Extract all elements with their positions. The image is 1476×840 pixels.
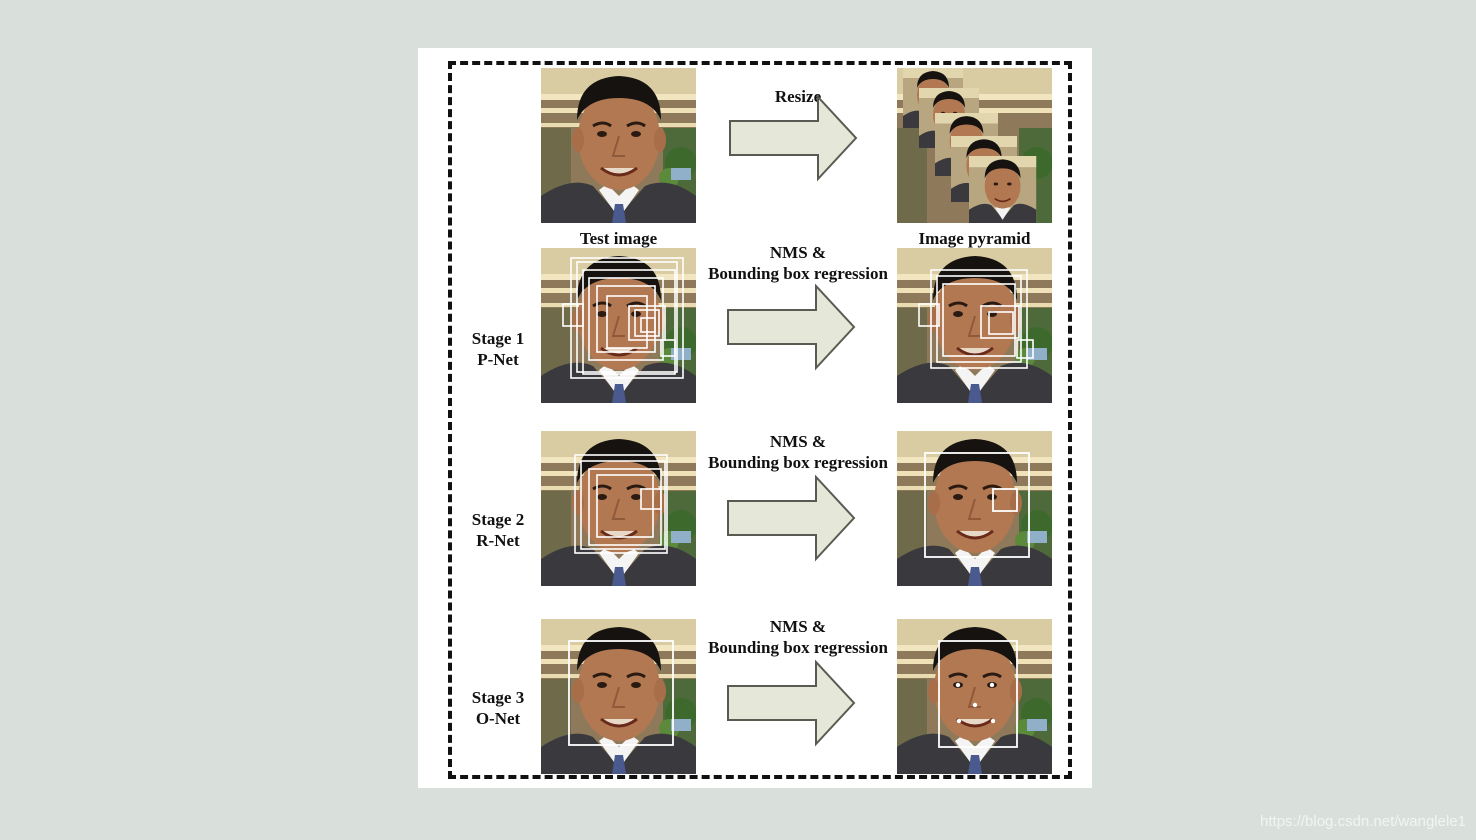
dashed-border <box>448 61 1072 779</box>
stage-1-arrow <box>727 285 855 369</box>
image-pyramid-photo <box>897 68 1052 223</box>
stage-3-output-photo <box>897 619 1052 774</box>
stage-2-arrow <box>727 476 855 560</box>
stage-3-arrow-label: NMS & Bounding box regression <box>700 616 896 658</box>
resize-arrow <box>729 96 857 180</box>
facial-landmarks <box>955 682 996 724</box>
stage-3-network: O-Net <box>475 709 521 728</box>
stage-1-bbox-text: Bounding box regression <box>708 264 888 283</box>
test-image-caption: Test image <box>579 229 658 248</box>
stage-2-arrow-label: NMS & Bounding box regression <box>700 431 896 473</box>
image-pyramid-caption: Image pyramid <box>918 229 1031 248</box>
stage-1-input-photo <box>541 248 696 403</box>
stage-2-nms-text: NMS & <box>769 432 827 451</box>
stage-3-arrow <box>727 661 855 745</box>
stage-3-bbox-text: Bounding box regression <box>708 638 888 657</box>
stage-2-output-photo <box>897 431 1052 586</box>
stage-3-nms-text: NMS & <box>769 617 827 636</box>
stage-2-bbox-text: Bounding box regression <box>708 453 888 472</box>
resize-label: Resize <box>774 87 822 106</box>
stage-1-title: Stage 1 <box>471 329 525 348</box>
mtcnn-figure: Test image Resize Image pyramid Stage 1 … <box>418 48 1092 788</box>
stage-1-label: Stage 1 P-Net <box>448 328 548 370</box>
stage-3-input-photo <box>541 619 696 774</box>
stage-1-nms-text: NMS & <box>769 243 827 262</box>
stage-2-label: Stage 2 R-Net <box>448 509 548 551</box>
stage-1-output-photo <box>897 248 1052 403</box>
stage-3-label: Stage 3 O-Net <box>448 687 548 729</box>
stage-1-network: P-Net <box>477 350 519 369</box>
stage-2-network: R-Net <box>476 531 520 550</box>
stage-3-title: Stage 3 <box>471 688 525 707</box>
watermark: https://blog.csdn.net/wanglele1 <box>1260 813 1466 830</box>
test-image-photo <box>541 68 696 223</box>
stage-2-title: Stage 2 <box>471 510 525 529</box>
stage-1-arrow-label: NMS & Bounding box regression <box>700 242 896 284</box>
stage-2-input-photo <box>541 431 696 586</box>
